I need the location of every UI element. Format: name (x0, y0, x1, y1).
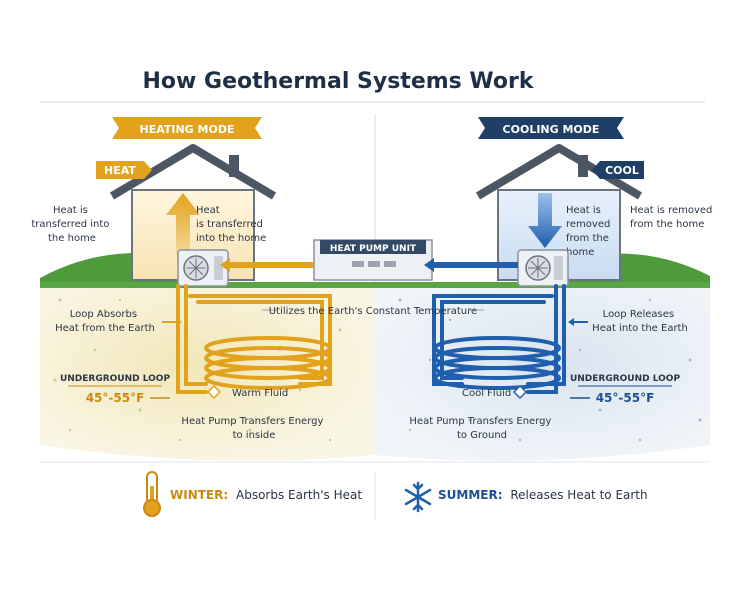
cool-fluid-marker (512, 384, 528, 400)
cooling-temp-range: 45°-55°F (596, 391, 655, 405)
cool-tag-label: COOL (605, 164, 639, 177)
warm-connector (220, 258, 314, 272)
earth-note: Utilizes the Earth's Constant Temperatur… (269, 306, 477, 317)
warm-fluid-label: Warm Fluid (232, 388, 288, 399)
heat-up-arrow (166, 193, 200, 255)
thermometer-icon (143, 471, 161, 517)
heat-pump-unit: HEAT PUMP UNIT (313, 239, 433, 281)
warm-fluid-marker (206, 384, 222, 400)
cooling-loop-note: Loop Releases Heat into the Earth (592, 309, 688, 334)
summer-summary: SUMMER: Releases Heat to Earth (438, 488, 648, 502)
loop-releases-arrowhead (568, 318, 574, 326)
cooling-banner-label: COOLING MODE (503, 123, 600, 136)
heating-transfer-note: Heat Pump Transfers Energy to inside (181, 416, 326, 441)
heating-temp-range: 45°-55°F (86, 391, 145, 405)
cooling-loop-label: UNDERGROUND LOOP (570, 374, 681, 384)
cooling-outdoor-unit (517, 249, 569, 287)
heat-tag: HEAT (96, 161, 152, 179)
warm-loop (176, 284, 332, 394)
heating-left-note: Heat is transferred into the home (31, 205, 112, 244)
cool-tag: COOL (592, 161, 644, 179)
heating-banner-label: HEATING MODE (140, 123, 235, 136)
heating-loop-label: UNDERGROUND LOOP (60, 374, 171, 384)
heating-loop-note: Loop Absorbs Heat from the Earth (55, 309, 155, 334)
cool-loop (432, 284, 566, 394)
cooling-banner: COOLING MODE (478, 117, 624, 139)
cool-connector (424, 258, 518, 272)
heat-pump-unit-label: HEAT PUMP UNIT (330, 244, 417, 254)
cool-fluid-label: Cool Fluid (462, 388, 511, 399)
cooling-right-note: Heat is removed from the home (630, 205, 716, 230)
page-title: How Geothermal Systems Work (143, 69, 535, 94)
cooling-inside-note: Heat is removed from the home (566, 205, 614, 258)
heat-tag-label: HEAT (104, 164, 136, 177)
snowflake-icon (404, 481, 432, 513)
heating-banner: HEATING MODE (112, 117, 262, 139)
heating-outdoor-unit (177, 249, 229, 287)
soil-speckles-cool (398, 298, 702, 442)
heating-inside-note: Heat is transferred into the home (196, 205, 266, 244)
soil-warm (40, 286, 375, 461)
loop-absorbs-arrowhead (176, 318, 182, 326)
cool-down-arrow (528, 193, 562, 248)
winter-summary: WINTER: Absorbs Earth's Heat (170, 488, 362, 502)
cooling-transfer-note: Heat Pump Transfers Energy to Ground (409, 416, 554, 441)
cool-house (475, 144, 643, 281)
